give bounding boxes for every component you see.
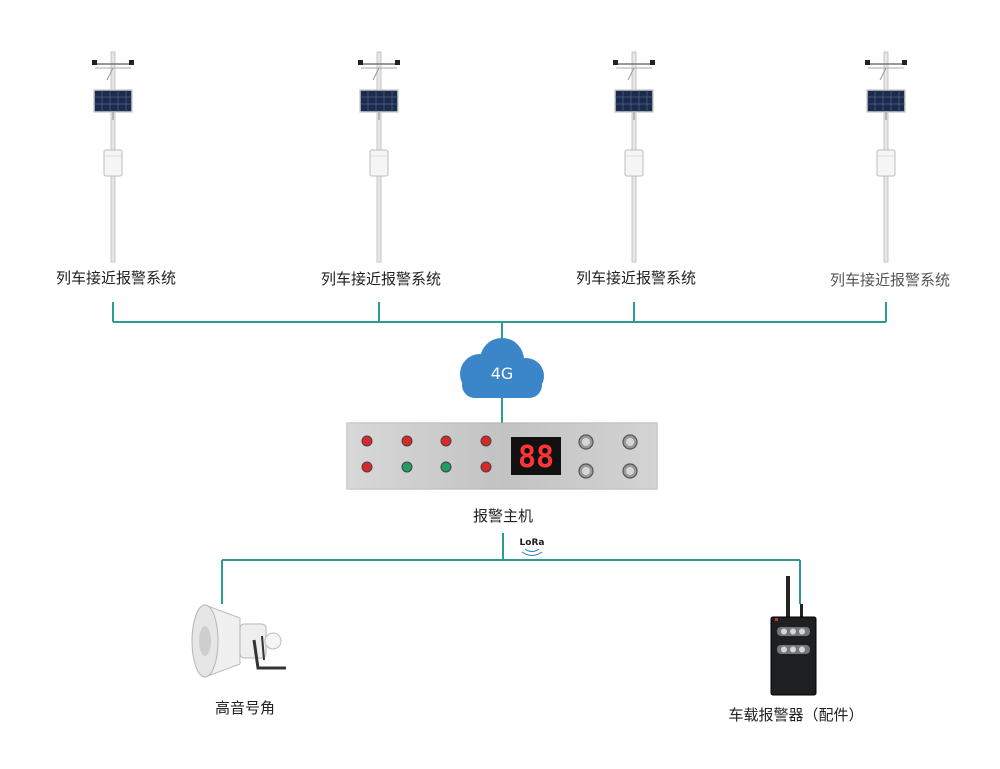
antenna-icon (786, 576, 790, 618)
panel-buttons (578, 434, 638, 479)
station-pole-4 (864, 51, 908, 263)
host-label: 报警主机 (472, 507, 534, 525)
cloud-icon (460, 338, 544, 398)
alarm-host-panel: 88 (346, 422, 658, 490)
lora-label: LoRa (519, 538, 545, 548)
network-label: 4G (490, 364, 514, 383)
lora-wave-icon (521, 548, 543, 556)
station-pole-1 (91, 51, 135, 263)
station-pole-3 (612, 51, 656, 263)
horn-label: 高音号角 (214, 699, 276, 717)
station-label-3: 列车接近报警系统 (575, 269, 697, 287)
station-label-2: 列车接近报警系统 (320, 270, 442, 288)
station-pole-2 (357, 51, 401, 263)
station-label-4: 列车接近报警系统 (829, 271, 951, 289)
vehicle-alarm-device (770, 576, 817, 696)
seven-segment-display (511, 437, 561, 475)
display-digits: 88 (518, 440, 554, 475)
station-label-1: 列车接近报警系统 (55, 269, 177, 287)
horn-icon (191, 604, 286, 678)
indicator-lights (361, 435, 492, 473)
vehicle-label: 车载报警器（配件） (728, 706, 864, 724)
